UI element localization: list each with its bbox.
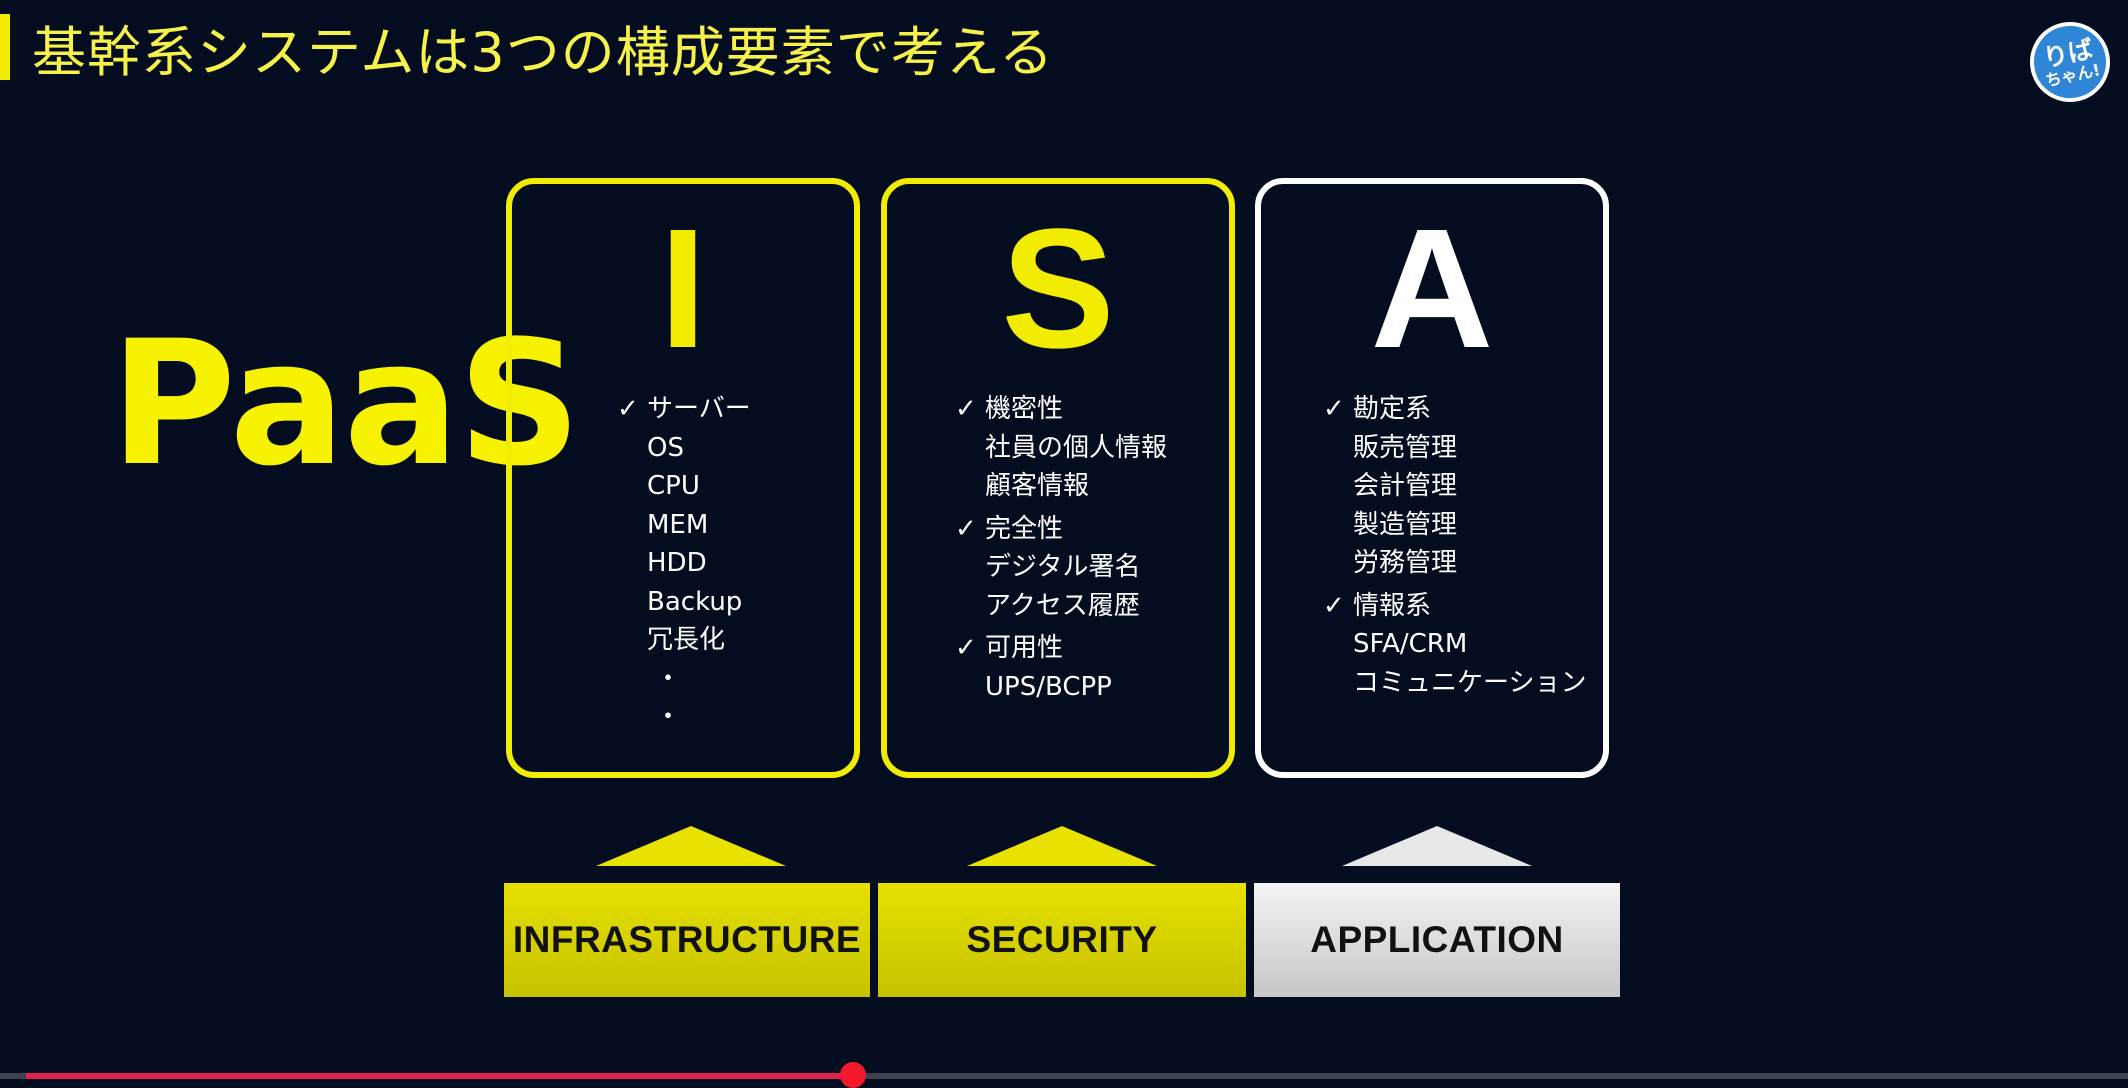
list-item-text: 完全性 xyxy=(985,513,1064,544)
video-progress-handle[interactable] xyxy=(840,1062,866,1088)
list-item: アクセス履歴 xyxy=(955,587,1167,626)
list-item: SFA/CRM xyxy=(1323,625,1586,664)
list-item: MEM xyxy=(617,506,751,545)
card-application: A ✓ 勘定系 販売管理 会計管理 製造管理 労務管理 ✓ 情報系 SFA/CRM … xyxy=(1255,178,1609,778)
list-item-text: デジタル署名 xyxy=(985,552,1141,582)
list-item: コミュニケーション xyxy=(1323,664,1586,703)
video-progress-played xyxy=(26,1073,852,1079)
list-item-text: 機密性 xyxy=(985,394,1064,424)
list-item-text: 可用性 xyxy=(985,633,1064,663)
application-item-list: ✓ 勘定系 販売管理 会計管理 製造管理 労務管理 ✓ 情報系 SFA/CRM コミ… xyxy=(1323,390,1586,702)
list-item-text: 社員の個人情報 xyxy=(985,432,1168,463)
arrow-up-icon-security xyxy=(967,826,1157,866)
list-item: ・ xyxy=(617,660,751,699)
paas-label: PaaS xyxy=(110,303,581,504)
list-item: 社員の個人情報 xyxy=(955,429,1167,468)
list-item: Backup xyxy=(617,583,751,622)
list-item-text: 労務管理 xyxy=(1353,548,1458,578)
arrow-up-icon-application xyxy=(1342,826,1532,866)
infrastructure-item-list: ✓ サーバー OS CPU MEM HDD Backup 冗長化 ・ ・ xyxy=(617,390,751,737)
list-item-text: MEM xyxy=(647,509,709,540)
list-item: 製造管理 xyxy=(1323,506,1586,545)
list-item: ✓ 勘定系 xyxy=(1323,390,1586,429)
list-item: CPU xyxy=(617,467,751,506)
list-item-text: アクセス履歴 xyxy=(985,590,1140,621)
list-item: 労務管理 xyxy=(1323,544,1586,583)
list-item: ✓ サーバー xyxy=(617,390,751,429)
card-security: S ✓ 機密性 社員の個人情報 顧客情報 ✓ 完全性 デジタル署名 アクセス履歴 ✓… xyxy=(881,178,1235,778)
check-icon: ✓ xyxy=(1323,590,1345,621)
list-item-text: ・ xyxy=(655,663,682,694)
card-letter-s: S xyxy=(1001,194,1115,384)
list-item-text: SFA/CRM xyxy=(1353,629,1468,659)
list-item: 冗長化 xyxy=(617,621,751,660)
arrow-up-icon-infrastructure xyxy=(596,826,786,866)
list-item-text: 販売管理 xyxy=(1353,432,1458,463)
check-icon: ✓ xyxy=(955,394,977,424)
infrastructure-label-box: INFRASTRUCTURE xyxy=(504,883,870,997)
list-item-text: CPU xyxy=(647,471,700,501)
list-item-text: HDD xyxy=(647,548,707,578)
card-infrastructure: I ✓ サーバー OS CPU MEM HDD Backup 冗長化 ・ ・ xyxy=(506,178,860,778)
list-item: 会計管理 xyxy=(1323,467,1586,506)
list-item: UPS/BCPP xyxy=(955,668,1167,707)
list-item-text: Backup xyxy=(647,586,743,617)
security-item-list: ✓ 機密性 社員の個人情報 顧客情報 ✓ 完全性 デジタル署名 アクセス履歴 ✓ 可用… xyxy=(955,390,1167,706)
list-item-text: 会計管理 xyxy=(1353,471,1458,501)
list-item-text: UPS/BCPP xyxy=(985,671,1112,702)
list-item: デジタル署名 xyxy=(955,548,1167,587)
list-item-text: OS xyxy=(647,432,684,463)
list-item: ✓ 完全性 xyxy=(955,510,1167,549)
list-item: ✓ 可用性 xyxy=(955,629,1167,668)
list-item-text: 情報系 xyxy=(1353,590,1432,621)
list-item: 販売管理 xyxy=(1323,429,1586,468)
application-label-box: APPLICATION xyxy=(1254,883,1620,997)
card-letter-a: A xyxy=(1370,194,1494,384)
list-item-text: コミュニケーション xyxy=(1353,667,1587,698)
card-letter-i: I xyxy=(659,194,707,384)
list-item-text: 顧客情報 xyxy=(985,471,1090,501)
list-item-text: ・ xyxy=(655,702,682,732)
list-item: ✓ 機密性 xyxy=(955,390,1167,429)
check-icon: ✓ xyxy=(955,633,977,663)
security-label-box: SECURITY xyxy=(878,883,1246,997)
check-icon: ✓ xyxy=(1323,394,1345,424)
channel-logo: りば ちゃん! xyxy=(2022,14,2118,110)
check-icon: ✓ xyxy=(617,394,639,424)
slide-title: 基幹系システムは3つの構成要素で考える xyxy=(32,21,1055,84)
check-icon: ✓ xyxy=(955,513,977,544)
title-accent-bar xyxy=(0,14,10,80)
list-item: ・ xyxy=(617,698,751,737)
list-item: ✓ 情報系 xyxy=(1323,587,1586,626)
list-item-text: 製造管理 xyxy=(1353,509,1458,540)
list-item-text: 冗長化 xyxy=(647,625,726,655)
list-item-text: サーバー xyxy=(647,394,751,424)
list-item: OS xyxy=(617,429,751,468)
list-item: 顧客情報 xyxy=(955,467,1167,506)
list-item-text: 勘定系 xyxy=(1353,394,1432,424)
list-item: HDD xyxy=(617,544,751,583)
video-progress-bar[interactable] xyxy=(0,1062,2128,1088)
